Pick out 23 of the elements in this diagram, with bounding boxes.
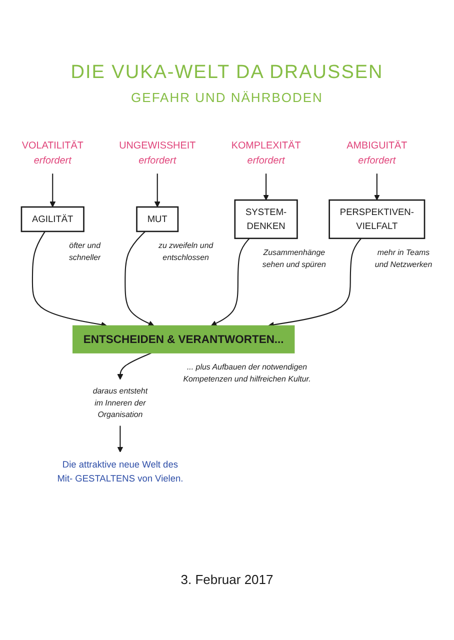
node-text: VOLATILITÄT erfordert — [22, 140, 84, 166]
arrow — [117, 426, 124, 452]
arrow — [32, 231, 107, 328]
arrow — [268, 238, 362, 328]
arrow — [50, 174, 56, 208]
arrow — [124, 231, 154, 326]
arrow — [117, 352, 152, 380]
node-text: KOMPLEXITÄT erfordert — [231, 140, 301, 166]
subtitle: GEFAHR UND NÄHRBODEN — [131, 90, 323, 105]
node-box: SYSTEM- DENKEN — [234, 199, 298, 240]
node-box: PERSPEKTIVEN- VIELFALT — [328, 199, 426, 240]
arrow — [263, 174, 269, 200]
node-text: Die attraktive neue Welt des Mit- GESTALTENS von Vielen. — [57, 458, 184, 484]
node-text: UNGEWISSHEIT erfordert — [119, 140, 196, 166]
arrow — [211, 238, 250, 326]
date-note: 3. Februar 2017 — [180, 572, 274, 587]
arrow — [154, 174, 160, 208]
diagram-title: DIE VUKA-WELT DA DRAUSSEN — [70, 62, 384, 84]
node-box: AGILITÄT — [20, 206, 84, 232]
node-text: AMBIGUITÄT erfordert — [346, 140, 408, 166]
arrow — [374, 174, 380, 200]
node-box: ENTSCHEIDEN & VERANTWORTEN... — [72, 325, 295, 354]
node-box: MUT — [136, 206, 179, 232]
